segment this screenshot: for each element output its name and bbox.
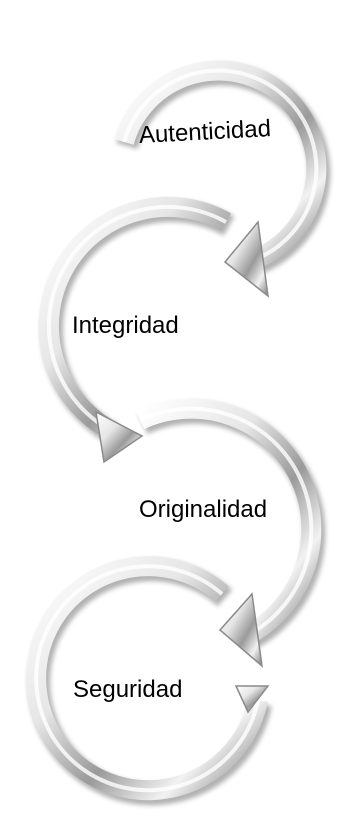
arrow-integridad — [38, 196, 235, 464]
step-label-integridad: Integridad — [72, 312, 179, 339]
arrow-seguridad — [26, 556, 272, 806]
arrow-autenticidad — [114, 60, 331, 298]
step-label-seguridad: Seguridad — [73, 676, 183, 703]
arrow-originalidad — [135, 398, 326, 668]
step-label-originalidad: Originalidad — [139, 496, 268, 523]
